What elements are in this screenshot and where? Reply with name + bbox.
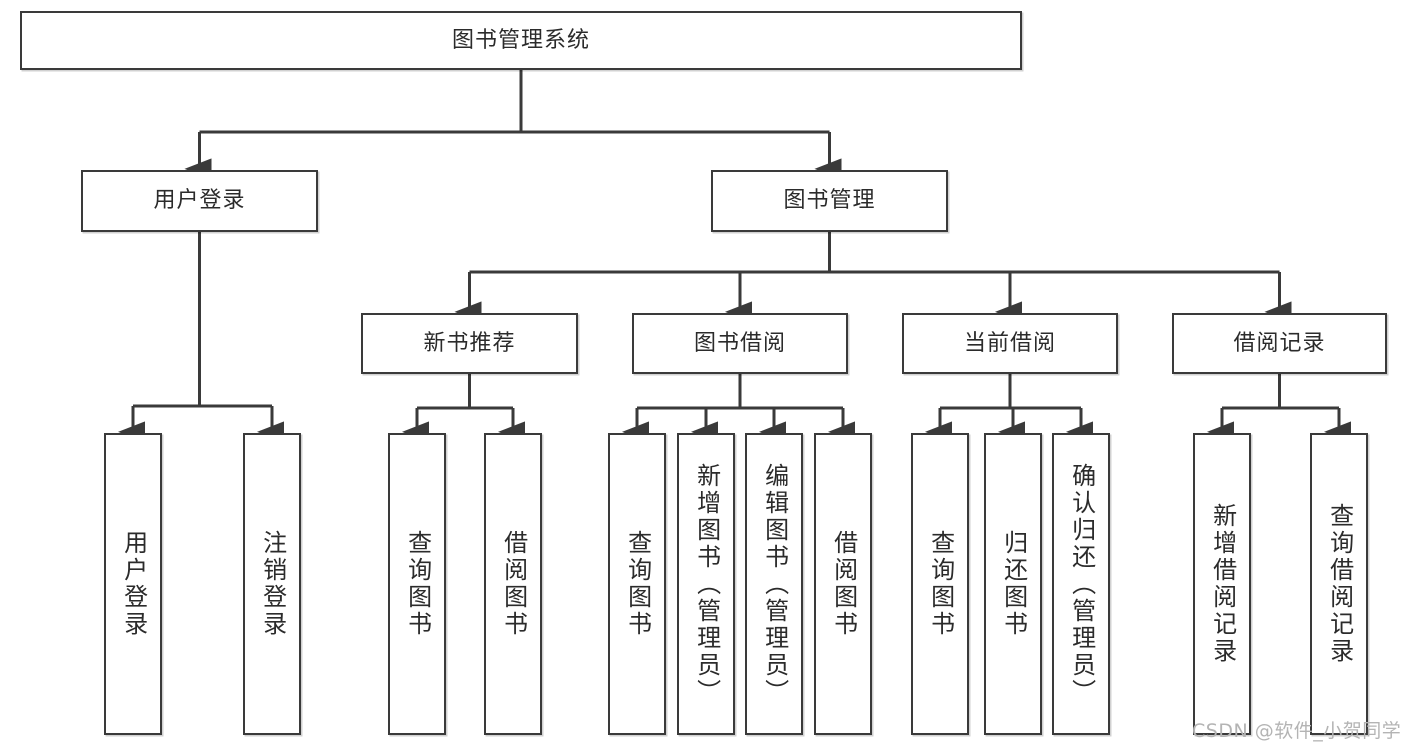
node-root[interactable]: 图书管理系统 <box>20 11 1022 70</box>
node-leaf-1[interactable]: 注销登录 <box>243 433 301 735</box>
node-leaf-10[interactable]: 确认归还（管理员） <box>1052 433 1110 735</box>
node-label: 用户登录 <box>119 530 148 638</box>
node-level3-0[interactable]: 新书推荐 <box>361 313 578 374</box>
node-label: 新书推荐 <box>423 330 516 356</box>
node-leaf-11[interactable]: 新增借阅记录 <box>1193 433 1251 735</box>
node-label: 新增借阅记录 <box>1208 503 1237 665</box>
node-leaf-8[interactable]: 查询图书 <box>911 433 969 735</box>
node-label: 图书管理 <box>783 188 876 213</box>
node-label: 归还图书 <box>999 530 1028 638</box>
node-leaf-0[interactable]: 用户登录 <box>104 433 162 735</box>
node-level3-3[interactable]: 借阅记录 <box>1172 313 1387 374</box>
node-leaf-4[interactable]: 查询图书 <box>608 433 666 735</box>
node-label: 新增图书（管理员） <box>692 462 721 706</box>
node-leaf-3[interactable]: 借阅图书 <box>484 433 542 735</box>
node-label: 当前借阅 <box>963 330 1056 356</box>
node-leaf-6[interactable]: 编辑图书（管理员） <box>745 433 803 735</box>
node-label: 借阅记录 <box>1233 330 1326 356</box>
node-label: 借阅图书 <box>829 530 858 638</box>
node-label: 查询图书 <box>926 530 955 638</box>
node-label: 注销登录 <box>258 530 287 638</box>
node-leaf-9[interactable]: 归还图书 <box>984 433 1042 735</box>
node-label: 编辑图书（管理员） <box>760 462 789 706</box>
node-label: 图书借阅 <box>693 330 786 356</box>
node-leaf-7[interactable]: 借阅图书 <box>814 433 872 735</box>
node-label: 查询借阅记录 <box>1325 503 1354 665</box>
watermark-text: CSDN @软件_小贺同学 <box>1192 720 1402 742</box>
node-label: 用户登录 <box>153 188 246 213</box>
node-level3-1[interactable]: 图书借阅 <box>632 313 848 374</box>
node-leaf-2[interactable]: 查询图书 <box>388 433 446 735</box>
node-label: 查询图书 <box>403 530 432 638</box>
node-level3-2[interactable]: 当前借阅 <box>902 313 1118 374</box>
node-label: 查询图书 <box>623 530 652 638</box>
node-level2-1[interactable]: 图书管理 <box>711 170 948 232</box>
node-leaf-5[interactable]: 新增图书（管理员） <box>677 433 735 735</box>
node-level2-0[interactable]: 用户登录 <box>81 170 318 232</box>
node-label: 图书管理系统 <box>451 27 590 53</box>
node-label: 借阅图书 <box>499 530 528 638</box>
node-label: 确认归还（管理员） <box>1067 462 1096 706</box>
node-leaf-12[interactable]: 查询借阅记录 <box>1310 433 1368 735</box>
